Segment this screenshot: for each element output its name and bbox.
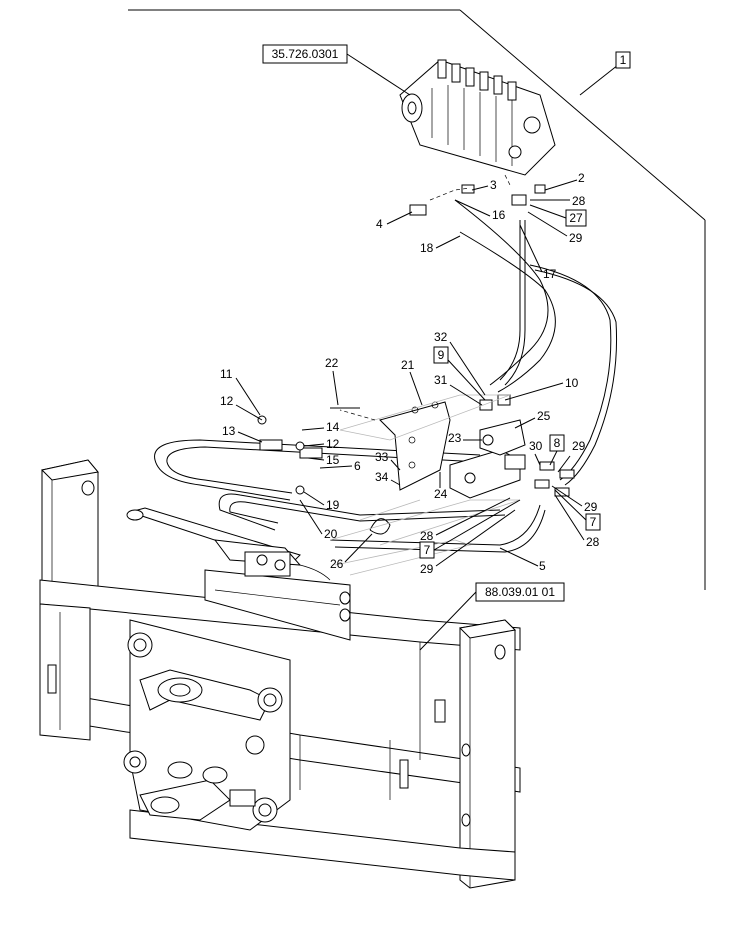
callout-32: 32 <box>434 330 448 344</box>
callout-29-left: 29 <box>420 562 434 576</box>
callout-28-right: 28 <box>586 535 600 549</box>
callout-15: 15 <box>326 453 340 467</box>
callout-16: 16 <box>492 208 506 222</box>
callout-4: 4 <box>376 217 383 231</box>
callout-28-left: 28 <box>420 529 434 543</box>
assembly-guide-lines <box>329 394 521 576</box>
leader-1-box <box>579 64 619 96</box>
boxed-callout-7-right: 7 <box>554 489 601 531</box>
svg-text:27: 27 <box>569 211 583 225</box>
part-number-callouts: 2 3 4 5 6 10 11 12 12 13 14 15 16 17 18 … <box>220 171 600 576</box>
callout-18: 18 <box>420 241 434 255</box>
callout-21: 21 <box>401 358 415 372</box>
callout-12-left: 12 <box>220 394 234 408</box>
callout-11: 11 <box>220 367 233 381</box>
ref-top-text: 35.726.0301 <box>272 47 339 61</box>
callout-30: 30 <box>529 439 543 453</box>
boxed-callout-8: 8 <box>549 434 565 466</box>
callout-28-top: 28 <box>572 194 586 208</box>
callout-17: 17 <box>543 267 557 281</box>
ref-bottom-text: 88.039.01 01 <box>485 585 555 599</box>
callout-29-top: 29 <box>569 231 583 245</box>
boxed-callout-9: 9 <box>433 346 486 401</box>
callout-2: 2 <box>578 171 585 185</box>
callout-13: 13 <box>222 424 236 438</box>
callout-12-right: 12 <box>326 437 340 451</box>
callout-3: 3 <box>490 178 497 192</box>
boxed-callout-7-left: 7 <box>419 499 521 559</box>
callout-23: 23 <box>448 431 462 445</box>
ref-box-bottom: 88.039.01 01 <box>419 582 565 651</box>
callout-10: 10 <box>565 376 579 390</box>
svg-text:1: 1 <box>620 53 627 67</box>
callout-25: 25 <box>537 409 551 423</box>
callout-19: 19 <box>326 498 340 512</box>
svg-text:7: 7 <box>424 543 431 557</box>
callout-29-lower: 29 <box>584 500 598 514</box>
carriage-mechanism <box>123 569 351 831</box>
callout-22: 22 <box>325 356 339 370</box>
boxed-callout-1: 1 <box>615 51 631 69</box>
callout-5: 5 <box>539 559 546 573</box>
control-valve-block <box>399 59 556 176</box>
hydraulic-hoses <box>154 199 618 553</box>
callout-6: 6 <box>354 459 361 473</box>
svg-text:9: 9 <box>438 348 445 362</box>
dashed-leaders <box>339 174 511 421</box>
diverter-valve-assembly <box>257 184 575 535</box>
callout-26: 26 <box>330 557 344 571</box>
leader-1-diag <box>459 9 706 221</box>
svg-text:7: 7 <box>590 515 597 529</box>
boxed-callout-27: 27 <box>529 204 587 227</box>
ref-box-top: 35.726.0301 <box>262 44 411 96</box>
hydraulic-cylinder <box>126 507 331 581</box>
svg-text:8: 8 <box>554 436 561 450</box>
callout-14: 14 <box>326 420 340 434</box>
callout-34: 34 <box>375 470 389 484</box>
callout-24: 24 <box>434 487 448 501</box>
callout-20: 20 <box>324 527 338 541</box>
callout-31: 31 <box>434 373 448 387</box>
callout-29-right: 29 <box>572 439 586 453</box>
callout-33: 33 <box>375 450 389 464</box>
